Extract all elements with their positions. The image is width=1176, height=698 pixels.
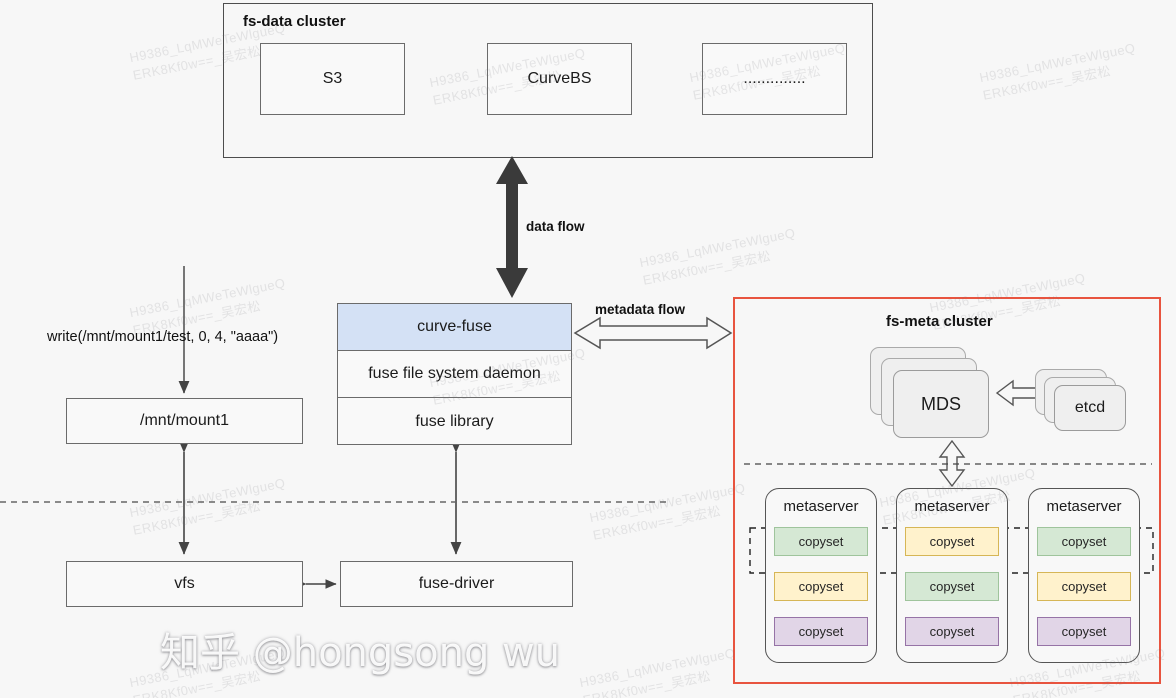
copyset-label-1-2: copyset: [798, 579, 844, 594]
mount-point-label: /mnt/mount1: [140, 412, 229, 429]
wm-line-11a: H9386_LqMWeTeWlgueQ: [128, 645, 287, 691]
wm-line-6b: ERK8Kf0w==_吴宏松: [641, 248, 772, 288]
copyset-label-2-3: copyset: [929, 624, 975, 639]
copyset-3-3[interactable]: copyset: [1037, 617, 1131, 646]
wm-line-12b: ERK8Kf0w==_吴宏松: [581, 668, 712, 698]
metaserver-box-2[interactable]: metaserver copyset copyset copyset: [896, 488, 1008, 663]
author-watermark: 知乎 @hongsong wu: [160, 630, 561, 676]
backend-label-curvebs: CurveBS: [527, 70, 592, 87]
wm-line-9b: ERK8Kf0w==_吴宏松: [591, 503, 722, 543]
stack-label-curve-fuse: curve-fuse: [417, 318, 492, 335]
copyset-3-2[interactable]: copyset: [1037, 572, 1131, 601]
copyset-label-3-3: copyset: [1061, 624, 1107, 639]
copyset-label-2-1: copyset: [929, 534, 975, 549]
backend-box-curvebs[interactable]: CurveBS: [487, 43, 632, 115]
stack-row-fuse-library[interactable]: fuse library: [338, 398, 571, 445]
metaserver-label-3: metaserver: [1046, 498, 1122, 515]
wm-line-5b: ERK8Kf0w==_吴宏松: [981, 63, 1112, 103]
vfs-label: vfs: [174, 575, 195, 592]
backend-label-s3: S3: [322, 70, 343, 87]
backend-box-s3[interactable]: S3: [260, 43, 405, 115]
copyset-2-2[interactable]: copyset: [905, 572, 999, 601]
wm-line-8a: H9386_LqMWeTeWlgueQ: [128, 475, 287, 521]
stack-label-fuse-library: fuse library: [415, 412, 494, 430]
metadata-flow-label: metadata flow: [595, 302, 686, 317]
metaserver-box-3[interactable]: metaserver copyset copyset copyset: [1028, 488, 1140, 663]
wm-line-8b: ERK8Kf0w==_吴宏松: [131, 498, 262, 538]
mds-label: MDS: [921, 393, 961, 414]
backend-label-more: ..............: [743, 70, 806, 87]
mount-point-box[interactable]: /mnt/mount1: [66, 398, 303, 444]
copyset-label-1-1: copyset: [798, 534, 844, 549]
copyset-2-3[interactable]: copyset: [905, 617, 999, 646]
metaserver-label-1: metaserver: [783, 498, 859, 515]
etcd-node-stack[interactable]: etcd: [1035, 369, 1127, 431]
wm-line-1a: H9386_LqMWeTeWlgueQ: [128, 275, 287, 321]
metaserver-box-1[interactable]: metaserver copyset copyset copyset: [765, 488, 877, 663]
copyset-1-1[interactable]: copyset: [774, 527, 868, 556]
stack-label-fuse-daemon: fuse file system daemon: [368, 365, 541, 382]
fuse-driver-box[interactable]: fuse-driver: [340, 561, 573, 607]
copyset-label-2-2: copyset: [929, 579, 975, 594]
data-flow-label: data flow: [526, 219, 585, 234]
stack-row-fuse-daemon[interactable]: fuse file system daemon: [338, 351, 571, 398]
copyset-1-2[interactable]: copyset: [774, 572, 868, 601]
wm-line-9a: H9386_LqMWeTeWlgueQ: [588, 480, 747, 526]
fs-data-cluster-title: fs-data cluster: [243, 13, 346, 30]
copyset-label-3-2: copyset: [1061, 579, 1107, 594]
etcd-label: etcd: [1074, 399, 1106, 416]
backend-box-more[interactable]: ..............: [702, 43, 847, 115]
copyset-label-3-1: copyset: [1061, 534, 1107, 549]
write-call-label: write(/mnt/mount1/test, 0, 4, "aaaa"): [47, 329, 279, 345]
metaserver-label-2: metaserver: [914, 498, 990, 515]
copyset-3-1[interactable]: copyset: [1037, 527, 1131, 556]
mds-sheet-front: MDS: [893, 370, 989, 438]
vfs-box[interactable]: vfs: [66, 561, 303, 607]
copyset-1-3[interactable]: copyset: [774, 617, 868, 646]
curve-fuse-stack: curve-fuse fuse file system daemon fuse …: [337, 303, 572, 445]
wm-line-6a: H9386_LqMWeTeWlgueQ: [638, 225, 797, 271]
data-flow-arrow: [496, 156, 528, 298]
wm-line-5a: H9386_LqMWeTeWlgueQ: [978, 40, 1137, 86]
wm-line-12a: H9386_LqMWeTeWlgueQ: [578, 645, 737, 691]
copyset-2-1[interactable]: copyset: [905, 527, 999, 556]
metadata-flow-arrow: [573, 316, 733, 350]
etcd-sheet-front: etcd: [1054, 385, 1126, 431]
wm-line-11b: ERK8Kf0w==_吴宏松: [131, 668, 262, 698]
stack-row-curve-fuse[interactable]: curve-fuse: [338, 304, 571, 351]
fuse-driver-label: fuse-driver: [418, 575, 495, 592]
copyset-label-1-3: copyset: [798, 624, 844, 639]
fs-meta-cluster-title: fs-meta cluster: [886, 313, 993, 330]
mds-node-stack[interactable]: MDS: [870, 347, 992, 439]
